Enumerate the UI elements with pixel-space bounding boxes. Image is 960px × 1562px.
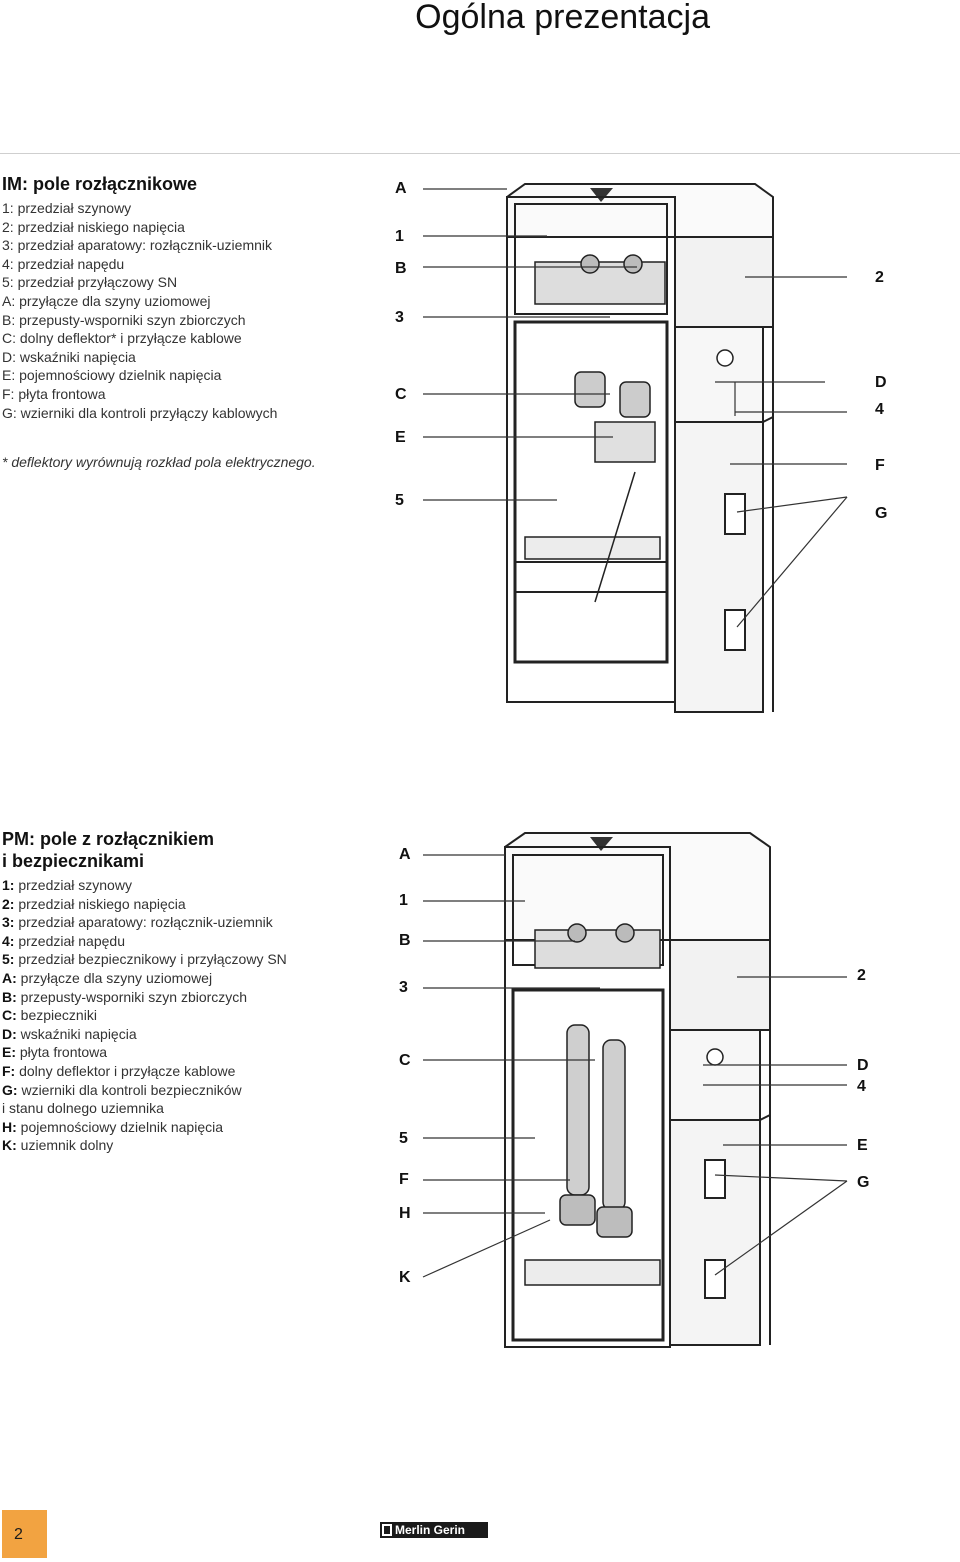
footnote: * deflektory wyrównują rozkład pola elek… [2, 454, 316, 470]
callout-4: 4 [857, 1078, 866, 1095]
list-item: 2: przedział niskiego napięcia [2, 895, 186, 912]
callout-4: 4 [875, 401, 884, 418]
list-item: E: pojemnościowy dzielnik napięcia [2, 367, 222, 384]
list-item: A: przyłącze dla szyny uziomowej [2, 969, 213, 986]
page-number-badge: 2 [2, 1510, 47, 1558]
list-item: 4: przedział napędu [2, 932, 125, 949]
callout-5: 5 [395, 492, 404, 509]
callout-1: 1 [395, 228, 404, 245]
list-item: F: płyta frontowa [2, 385, 106, 402]
list-item: B: przepusty-wsporniki szyn zbiorczych [2, 311, 246, 328]
pm-cubicle-drawing: A 1 B 3 C 5 F H K 2 D 4 E G [385, 815, 905, 1355]
pm-technical-drawing [422, 832, 848, 1348]
callout-A: A [395, 180, 407, 197]
im-cubicle-drawing: A 1 B 3 C E 5 2 D 4 F G [385, 172, 905, 727]
list-item: i stanu dolnego uziemnika [2, 1100, 164, 1117]
callout-E: E [395, 429, 406, 446]
list-item: G: wzierniki dla kontroli bezpieczników [2, 1081, 242, 1098]
callout-3: 3 [395, 309, 404, 326]
callout-F: F [875, 457, 885, 474]
list-item: C: dolny deflektor* i przyłącze kablowe [2, 330, 242, 347]
callout-2: 2 [875, 269, 884, 286]
list-item: 4: przedział napędu [2, 255, 125, 272]
callout-2: 2 [857, 967, 866, 984]
title-divider [0, 153, 960, 154]
page-number: 2 [14, 1526, 23, 1543]
list-item: F: dolny deflektor i przyłącze kablowe [2, 1062, 236, 1079]
list-item: 5: przedział przyłączowy SN [2, 274, 178, 291]
list-item: 1: przedział szynowy [2, 877, 132, 893]
list-item: C: bezpieczniki [2, 1007, 97, 1024]
im-heading: IM: pole rozłącznikowe [2, 174, 198, 194]
pm-item-list: 1: przedział szynowy 2: przedział niskie… [2, 876, 287, 1155]
callout-B: B [399, 932, 411, 949]
callout-C: C [395, 386, 407, 403]
callout-F: F [399, 1171, 409, 1188]
callout-G: G [857, 1174, 870, 1191]
callout-K: K [399, 1269, 411, 1286]
list-item: D: wskaźniki napięcia [2, 348, 136, 365]
list-item: G: wzierniki dla kontroli przyłączy kabl… [2, 404, 278, 421]
list-item: A: przyłącze dla szyny uziomowej [2, 292, 211, 309]
callout-C: C [399, 1052, 411, 1069]
list-item: B: przepusty-wsporniki szyn zbiorczych [2, 988, 248, 1005]
brand-name: Merlin Gerin [395, 1523, 466, 1537]
callout-G: G [875, 505, 888, 522]
list-item: E: płyta frontowa [2, 1044, 108, 1061]
callout-3: 3 [399, 979, 408, 996]
callout-E: E [857, 1137, 868, 1154]
callout-D: D [857, 1057, 869, 1074]
callout-H: H [399, 1205, 411, 1222]
list-item: 3: przedział aparatowy: rozłącznik-uziem… [2, 237, 273, 254]
callout-B: B [395, 260, 407, 277]
callout-A: A [399, 846, 411, 863]
callout-1: 1 [399, 892, 408, 909]
brand-mark-icon [382, 1524, 392, 1536]
list-item: 1: przedział szynowy [2, 200, 132, 216]
list-item: D: wskaźniki napięcia [2, 1025, 137, 1042]
list-item: 2: przedział niskiego napięcia [2, 218, 185, 235]
page-title: Ogólna prezentacja [415, 0, 710, 36]
brand-logo: Merlin Gerin [380, 1522, 488, 1538]
list-item: K: uziemnik dolny [2, 1137, 114, 1154]
im-legend: IM: pole rozłącznikowe 1: przedział szyn… [2, 173, 277, 422]
im-item-list: 1: przedział szynowy 2: przedział niskie… [2, 199, 277, 422]
list-item: 3: przedział aparatowy: rozłącznik-uziem… [2, 914, 273, 931]
callout-D: D [875, 374, 887, 391]
list-item: H: pojemnościowy dzielnik napięcia [2, 1118, 224, 1135]
callout-5: 5 [399, 1130, 408, 1147]
list-item: 5: przedział bezpiecznikowy i przyłączow… [2, 951, 287, 968]
im-technical-drawing [423, 183, 848, 713]
